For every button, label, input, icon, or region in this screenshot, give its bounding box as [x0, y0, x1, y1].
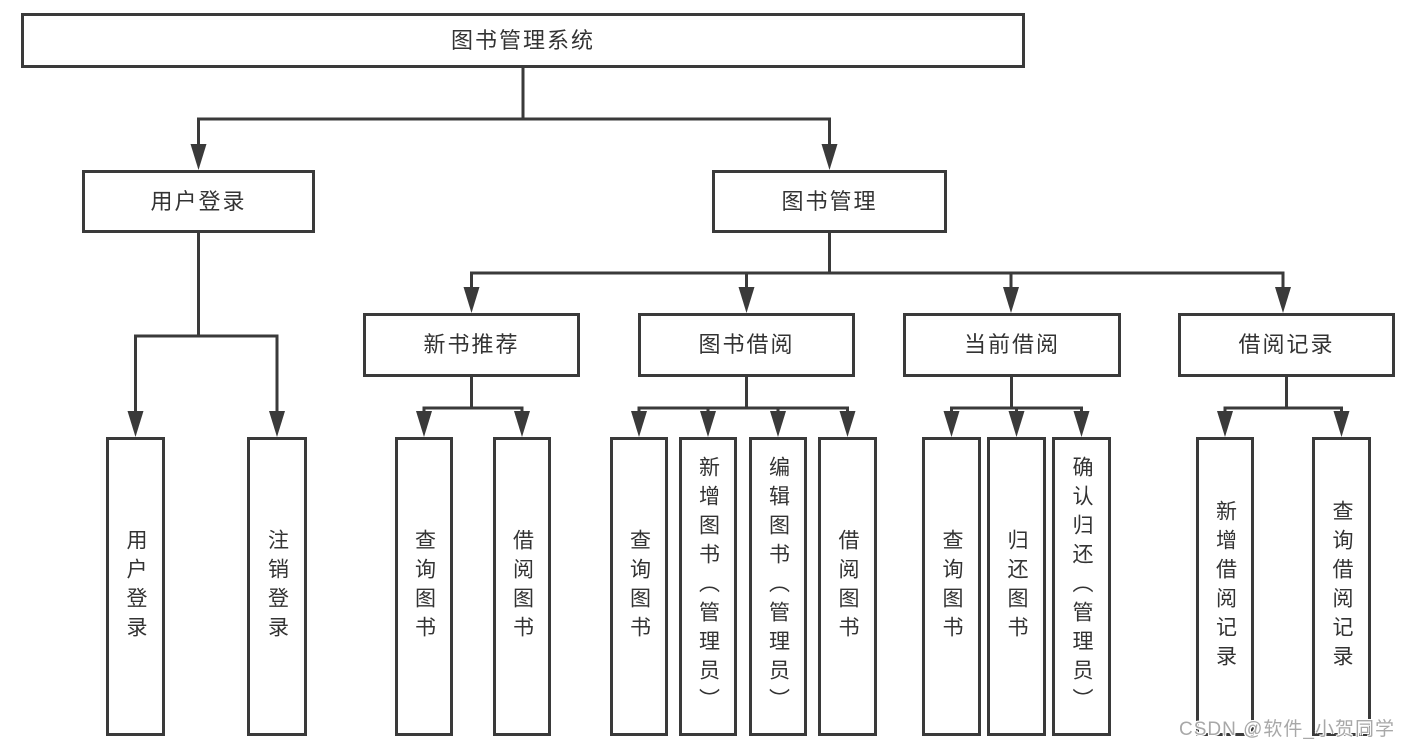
node-label: 查询图书: [627, 528, 651, 645]
node-label: 图书管理: [781, 188, 878, 214]
leaf-query-books-borrowing: 查询图书: [610, 437, 668, 736]
node-label: 图书借阅: [698, 332, 795, 357]
node-label: 新书推荐: [423, 332, 520, 357]
node-label: 借阅记录: [1238, 332, 1335, 357]
leaf-return-book: 归还图书: [987, 437, 1046, 736]
node-label: 用户登录: [150, 188, 247, 214]
node-user-login: 用户登录: [82, 170, 315, 233]
csdn-watermark: CSDN @软件_小贺同学: [1179, 719, 1395, 740]
leaf-borrow-books-recommend: 借阅图书: [493, 437, 551, 736]
node-label: 编辑图书（管理员）: [766, 456, 790, 717]
leaf-add-book-admin: 新增图书（管理员）: [679, 437, 737, 736]
leaf-edit-book-admin: 编辑图书（管理员）: [749, 437, 807, 736]
node-label: 查询借阅记录: [1330, 499, 1353, 674]
node-new-book-recommend: 新书推荐: [363, 313, 580, 377]
node-label: 图书管理系统: [450, 27, 595, 53]
node-label: 确认归还（管理员）: [1070, 456, 1093, 717]
node-label: 新增借阅记录: [1213, 499, 1237, 674]
leaf-confirm-return-admin: 确认归还（管理员）: [1052, 437, 1111, 736]
leaf-user-login: 用户登录: [106, 437, 165, 736]
node-label: 查询图书: [940, 528, 963, 645]
leaf-borrow-books: 借阅图书: [818, 437, 877, 736]
node-label: 借阅图书: [836, 528, 859, 645]
node-label: 当前借阅: [963, 332, 1060, 357]
node-system-root: 图书管理系统: [21, 13, 1025, 68]
node-label: 新增图书（管理员）: [696, 456, 720, 717]
leaf-query-borrow-record: 查询借阅记录: [1312, 437, 1371, 736]
node-borrowing-records: 借阅记录: [1178, 313, 1395, 377]
node-label: 归还图书: [1005, 528, 1028, 645]
leaf-query-books-current: 查询图书: [922, 437, 981, 736]
node-book-borrowing: 图书借阅: [638, 313, 855, 377]
leaf-add-borrow-record: 新增借阅记录: [1196, 437, 1254, 736]
node-label: 注销登录: [265, 528, 289, 645]
node-label: 用户登录: [124, 528, 147, 645]
node-label: 查询图书: [412, 528, 436, 645]
leaf-logout: 注销登录: [247, 437, 307, 736]
node-label: 借阅图书: [510, 528, 534, 645]
node-current-borrowing: 当前借阅: [903, 313, 1121, 377]
node-book-management: 图书管理: [712, 170, 947, 233]
leaf-query-books-recommend: 查询图书: [395, 437, 453, 736]
